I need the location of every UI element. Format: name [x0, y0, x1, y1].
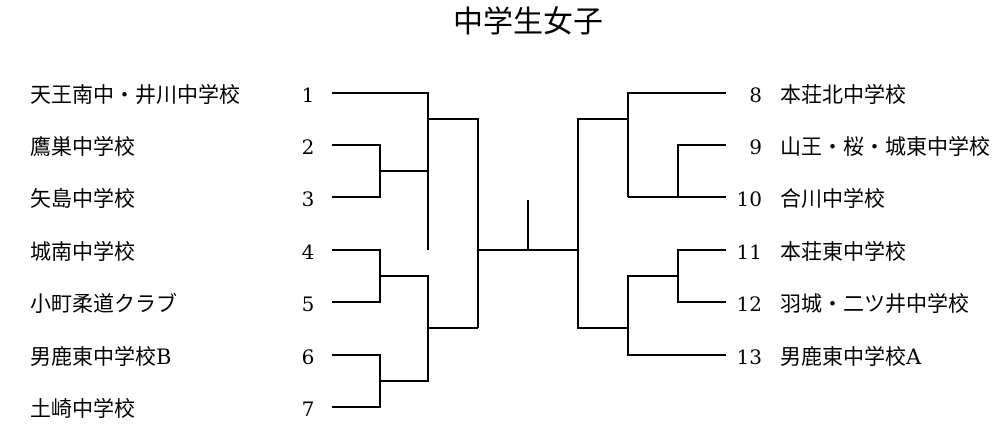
right-team-name-8: 本荘北中学校 — [780, 83, 906, 107]
left-seed-3: 3 — [302, 187, 315, 211]
right-bracket-teams: 8 本荘北中学校 9 山王・桜・城東中学校 10 合川中学校 11 本荘東中学校… — [737, 83, 990, 369]
right-seed-8: 8 — [749, 83, 762, 107]
left-team-name-5: 小町柔道クラブ — [30, 292, 177, 316]
final-bracket-lines — [478, 200, 578, 251]
left-seed-1: 1 — [302, 83, 315, 107]
left-bracket-teams: 天王南中・井川中学校 1 鷹巣中学校 2 矢島中学校 3 城南中学校 4 小町柔… — [30, 83, 314, 421]
right-team-name-12: 羽城・二ツ井中学校 — [780, 292, 969, 316]
left-team-name-6: 男鹿東中学校B — [30, 345, 171, 369]
bracket-match-line — [380, 275, 429, 382]
right-team-name-10: 合川中学校 — [780, 187, 885, 211]
left-team-name-3: 矢島中学校 — [30, 187, 135, 211]
bracket-match-line — [332, 354, 381, 408]
bracket-match-line — [332, 92, 429, 250]
right-team-name-9: 山王・桜・城東中学校 — [780, 135, 990, 159]
bracket-match-line — [332, 249, 381, 303]
right-team-name-13: 男鹿東中学校A — [780, 345, 922, 369]
right-seed-12: 12 — [737, 292, 762, 316]
left-seed-7: 7 — [302, 397, 315, 421]
left-seed-4: 4 — [302, 240, 315, 264]
bracket-match-line — [627, 92, 726, 197]
right-seed-10: 10 — [737, 187, 762, 211]
right-seed-13: 13 — [737, 345, 762, 369]
bracket-match-line — [428, 118, 479, 328]
left-bracket-lines — [332, 92, 479, 408]
left-seed-2: 2 — [302, 135, 315, 159]
bracket-title: 中学生女子 — [453, 5, 603, 40]
bracket-match-line — [677, 249, 726, 303]
right-team-name-11: 本荘東中学校 — [780, 240, 906, 264]
left-team-name-2: 鷹巣中学校 — [30, 135, 135, 159]
bracket-match-line — [577, 118, 628, 329]
bracket-match-line — [677, 144, 726, 198]
left-seed-5: 5 — [302, 292, 315, 316]
right-bracket-lines — [577, 92, 726, 356]
bracket-match-line — [627, 275, 726, 356]
left-seed-6: 6 — [302, 345, 315, 369]
right-seed-9: 9 — [749, 135, 762, 159]
left-team-name-1: 天王南中・井川中学校 — [30, 83, 240, 107]
right-seed-11: 11 — [737, 240, 762, 264]
bracket-match-line — [332, 144, 381, 198]
left-team-name-7: 土崎中学校 — [30, 397, 135, 421]
left-team-name-4: 城南中学校 — [30, 240, 135, 264]
